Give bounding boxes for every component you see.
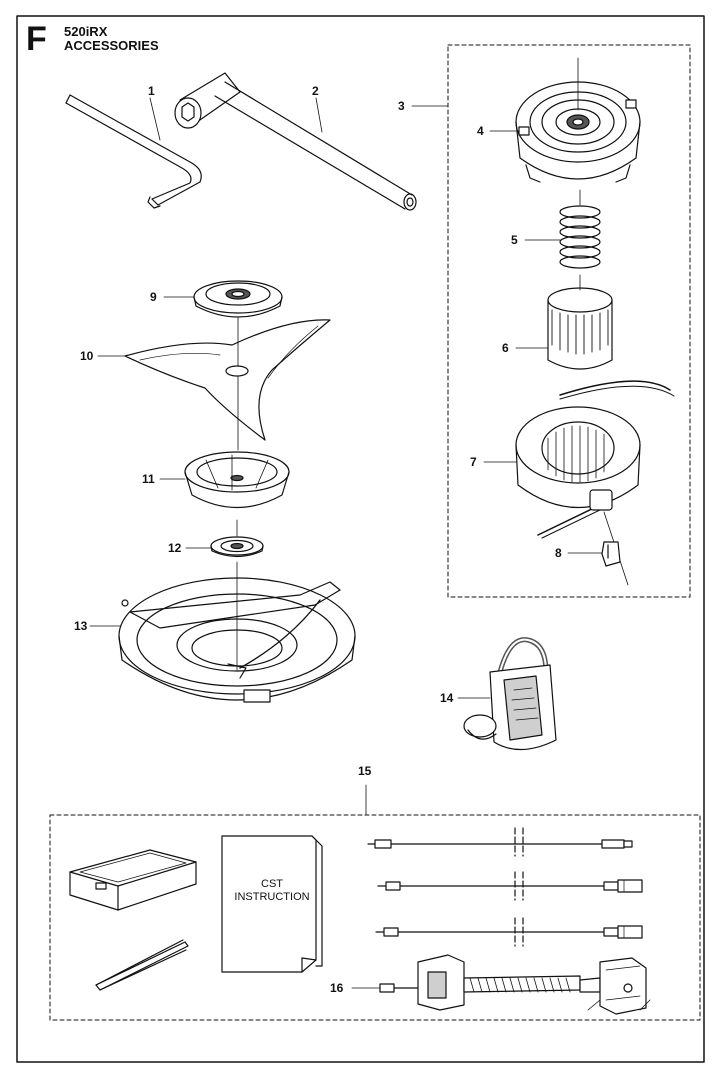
instruction-booklet-label: CST INSTRUCTION <box>228 878 316 904</box>
cable-b-part <box>377 879 643 893</box>
cable-break-marks <box>514 827 524 947</box>
model-name: 520iRX <box>64 24 108 39</box>
callout-2: 2 <box>312 84 319 98</box>
socket-wrench-part <box>174 72 417 211</box>
blade-guard-part <box>89 577 356 703</box>
callout-15: 15 <box>358 764 372 778</box>
harness-hook-part <box>457 637 557 751</box>
callout-13: 13 <box>74 619 88 633</box>
hex-key-part <box>65 94 202 209</box>
callout-5: 5 <box>511 233 518 247</box>
callout-9: 9 <box>150 290 157 304</box>
callout-8: 8 <box>555 546 562 560</box>
grass-blade-part <box>97 319 331 451</box>
trimmer-head-group-box <box>447 44 691 598</box>
callout-4: 4 <box>477 124 484 138</box>
callout-3: 3 <box>398 99 405 113</box>
washer-part <box>185 536 264 671</box>
callout-12: 12 <box>168 541 182 555</box>
cable-c-part <box>375 925 643 939</box>
spring-part <box>524 189 601 269</box>
battery-box-part <box>69 849 197 911</box>
callout-11: 11 <box>142 472 155 486</box>
trimmer-head-cover-part <box>489 57 641 183</box>
callout-1: 1 <box>148 84 155 98</box>
page-title: ACCESSORIES <box>64 38 159 53</box>
kit-group-box <box>49 814 701 1021</box>
callout-7: 7 <box>470 455 477 469</box>
section-letter: F <box>26 20 47 58</box>
booklet-line-1: CST <box>261 878 283 890</box>
wiring-harness-part <box>351 954 651 1015</box>
instruction-booklet-part <box>221 835 323 973</box>
callout-10: 10 <box>80 349 94 363</box>
cable-a-part <box>367 839 633 849</box>
drive-disc-part <box>163 280 283 367</box>
callout-16: 16 <box>330 981 344 995</box>
callout-6: 6 <box>502 341 509 355</box>
support-cup-part <box>159 451 290 537</box>
callout-14: 14 <box>440 691 454 705</box>
spool-housing-part <box>483 380 675 586</box>
eyelet-part <box>567 541 621 567</box>
spool-core-part <box>515 274 613 370</box>
tweezers-part <box>95 939 189 991</box>
booklet-line-2: INSTRUCTION <box>234 891 310 903</box>
page-frame <box>16 15 705 1063</box>
